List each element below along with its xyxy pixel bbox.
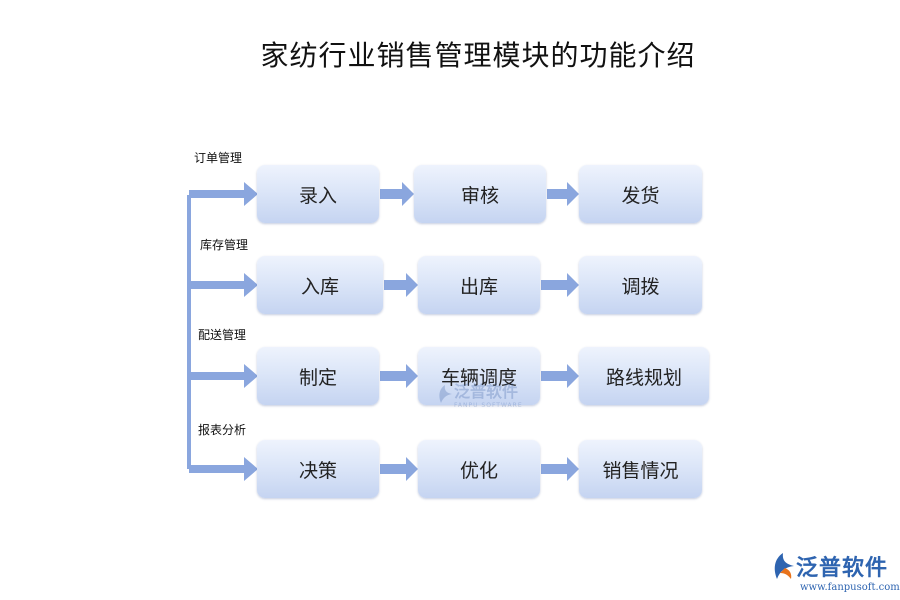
- step-box-plan: 制定: [257, 347, 379, 405]
- step-box-stock-out: 出库: [418, 256, 540, 314]
- step-box-decision: 决策: [257, 440, 379, 498]
- row-label-delivery: 配送管理: [198, 328, 247, 342]
- row-label-order: 订单管理: [194, 151, 243, 165]
- branch-arrow-3: [189, 364, 258, 388]
- fanpu-logo-icon: [774, 553, 794, 579]
- row-label-inventory: 库存管理: [200, 238, 249, 252]
- step-box-transfer: 调拨: [579, 256, 702, 314]
- step-box-review: 审核: [414, 165, 546, 223]
- step-box-sales-status: 销售情况: [579, 440, 702, 498]
- brand-logo: 泛普软件: [770, 550, 888, 582]
- step-box-optimize: 优化: [418, 440, 540, 498]
- branch-arrow-4: [189, 457, 258, 481]
- row-label-report: 报表分析: [198, 423, 247, 437]
- step-arrow-4-1: [380, 457, 418, 481]
- step-box-entry: 录入: [257, 165, 379, 223]
- watermark-sub: FANPU SOFTWARE: [454, 402, 523, 409]
- step-arrow-2-1: [384, 273, 418, 297]
- branch-arrow-2: [189, 273, 258, 297]
- step-arrow-1-1: [380, 182, 414, 206]
- step-box-stock-in: 入库: [257, 256, 383, 314]
- trunk-line: [187, 195, 191, 469]
- step-arrow-4-2: [541, 457, 579, 481]
- watermark-name: 泛普软件: [454, 382, 519, 401]
- watermark: 泛普软件 FANPU SOFTWARE: [436, 378, 523, 409]
- logo-url: www.fanpusoft.com: [800, 582, 900, 593]
- logo-name: 泛普软件: [796, 556, 889, 581]
- step-box-vehicle-dispatch: 车辆调度: [418, 347, 540, 405]
- step-arrow-2-2: [541, 273, 579, 297]
- step-arrow-3-2: [541, 364, 579, 388]
- step-box-route-planning: 路线规划: [579, 347, 709, 405]
- fanpu-watermark-icon: [439, 384, 452, 403]
- step-arrow-1-2: [547, 182, 579, 206]
- branch-arrow-1: [189, 182, 258, 206]
- page-title: 家纺行业销售管理模块的功能介绍: [260, 39, 696, 72]
- step-arrow-3-1: [380, 364, 418, 388]
- step-box-ship: 发货: [579, 165, 702, 223]
